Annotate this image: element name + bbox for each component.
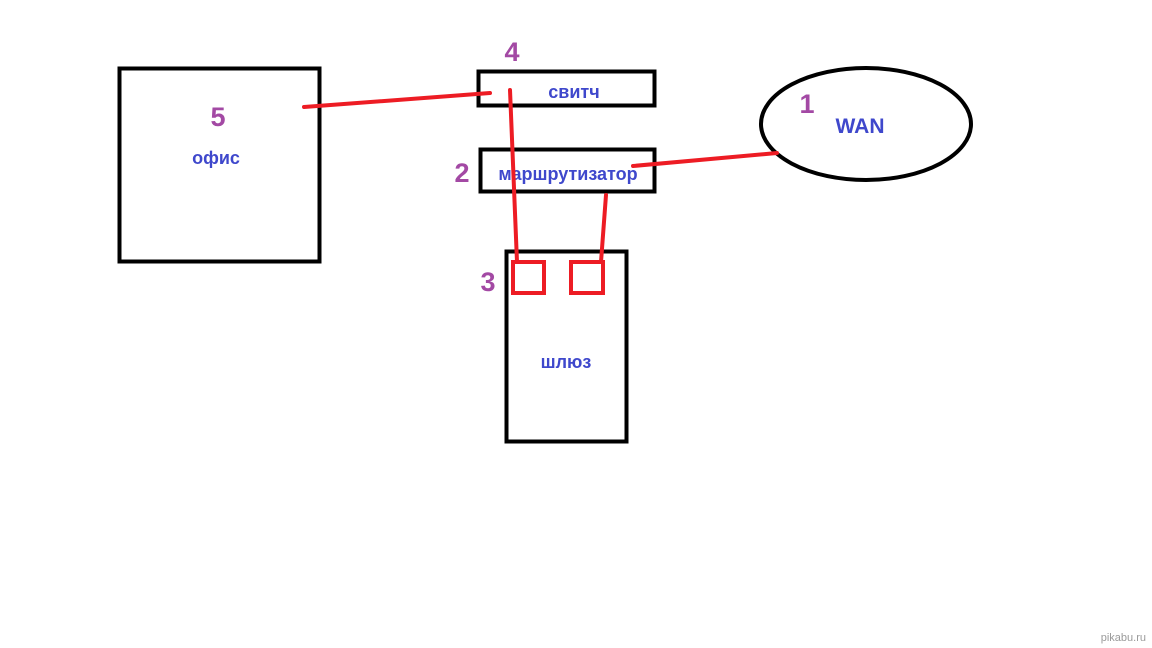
gateway-port-left xyxy=(511,260,546,295)
wan-label: WAN xyxy=(836,115,885,138)
watermark: pikabu.ru xyxy=(1101,632,1146,644)
router-label: маршрутизатор xyxy=(498,164,637,184)
router-box xyxy=(478,147,657,194)
office-box xyxy=(117,66,322,264)
office-number: 5 xyxy=(210,102,225,132)
wan-number: 1 xyxy=(799,89,814,119)
switch-number: 4 xyxy=(504,37,519,67)
cable-office-switch xyxy=(302,91,492,109)
gateway-number: 3 xyxy=(480,267,495,297)
wan-ellipse xyxy=(759,66,973,182)
switch-box xyxy=(476,69,657,108)
gateway-port-right xyxy=(569,260,605,295)
switch-label: свитч xyxy=(548,82,599,102)
cable-router-gateway xyxy=(599,193,608,264)
office-label: офис xyxy=(192,148,240,168)
gateway-label: шлюз xyxy=(541,352,592,372)
cable-router-wan xyxy=(631,151,779,168)
router-number: 2 xyxy=(454,158,469,188)
cable-switch-gateway xyxy=(508,88,519,264)
gateway-box xyxy=(504,249,629,444)
